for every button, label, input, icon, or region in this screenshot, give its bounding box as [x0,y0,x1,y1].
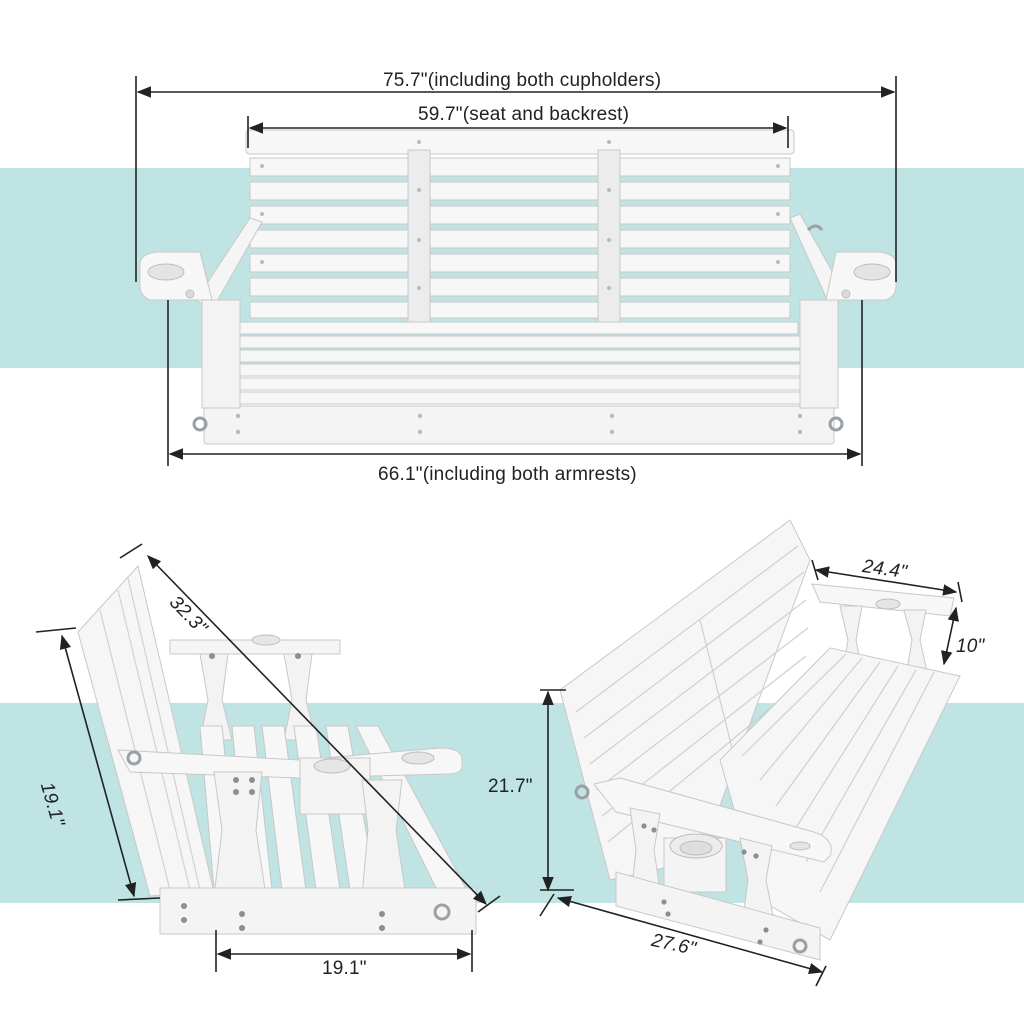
label-armrest-height: 10" [956,636,985,657]
side-view-swing [77,564,477,935]
label-total-width-armrests: 66.1"(including both armrests) [378,464,637,485]
label-total-width-cupholders: 75.7"(including both cupholders) [383,70,662,91]
label-seat-backrest-width: 59.7"(seat and backrest) [418,104,630,125]
seat-slats [215,321,821,405]
label-seat-height: 21.7" [488,776,533,797]
side-dimension-lines [35,543,501,972]
front-view-swing [139,129,897,445]
backrest-slats [249,157,791,319]
label-seat-depth: 19.1" [322,958,367,979]
perspective-dimension-lines [539,559,963,987]
eye-bolt-hardware [192,224,844,432]
perspective-view-swing [559,519,961,961]
front-dimension-lines [135,76,897,466]
